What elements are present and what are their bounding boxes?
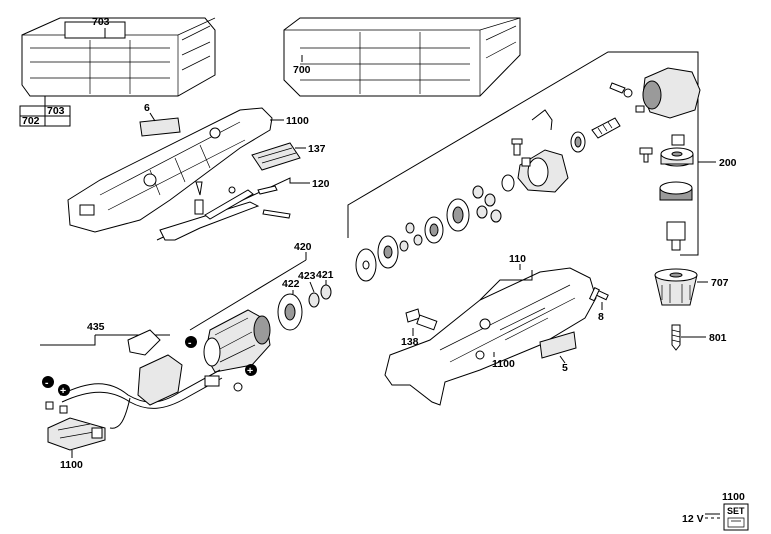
angle-head-housing: [609, 67, 701, 119]
label-1100-upper: 1100: [286, 115, 309, 127]
motor-minus-text: -: [188, 337, 192, 349]
label-420: 420: [294, 241, 312, 253]
motor: [203, 309, 271, 373]
screw-c: [635, 105, 645, 113]
label-200: 200: [719, 157, 737, 169]
housing-half-upper: [67, 107, 273, 233]
leader-423: [309, 281, 315, 293]
carrying-case-right: [283, 17, 521, 97]
label-tag-6: [139, 117, 181, 137]
small-pinion-a: [501, 174, 515, 192]
label-110: 110: [509, 253, 526, 265]
label-421: 421: [316, 269, 334, 281]
planet-gears-stage-1: [399, 222, 423, 252]
planet-gears-stage-2: [472, 185, 502, 223]
label-707: 707: [711, 277, 729, 289]
screw-a: [511, 138, 523, 156]
leader-6: [149, 112, 156, 122]
spindle-bearing-stack: [659, 134, 694, 251]
dc-symbol: [705, 513, 720, 519]
label-120: 120: [312, 178, 330, 190]
drive-shaft: [591, 117, 621, 139]
spring-clip: [531, 109, 553, 131]
label-703-top: 703: [92, 16, 110, 28]
label-8: 8: [598, 311, 604, 323]
screw-b: [639, 147, 653, 163]
label-1100-bottom-left: 1100: [60, 459, 83, 471]
label-435: 435: [87, 321, 105, 333]
motor-plate: [277, 293, 303, 331]
contact-minus-text: -: [45, 377, 49, 389]
bracket-420: [189, 259, 307, 331]
label-700: 700: [293, 64, 311, 76]
label-5: 5: [562, 362, 568, 374]
motor-plus-symbol: +: [245, 364, 257, 377]
washer-disc: [355, 248, 377, 282]
motor-plus-text: +: [247, 365, 253, 377]
screw-8: [588, 287, 609, 302]
set-badge-text: SET: [727, 506, 745, 516]
label-702: 702: [22, 115, 40, 127]
leader-5: [559, 355, 566, 364]
contact-minus-symbol: -: [42, 376, 54, 389]
chuck-707: [654, 268, 698, 306]
light-138: [405, 308, 438, 331]
label-422: 422: [282, 278, 300, 290]
label-801: 801: [709, 332, 727, 344]
voltage-label: 12 V: [682, 513, 704, 525]
label-box-702-703: [19, 105, 71, 127]
bracket-110: [479, 270, 533, 301]
label-1100-set: 1100: [722, 491, 745, 503]
chuck-screw-801: [671, 324, 681, 351]
label-6: 6: [144, 102, 150, 114]
vent-grille-137: [251, 142, 301, 171]
pinion-423: [308, 292, 320, 308]
carrier-disc: [377, 235, 399, 269]
label-137: 137: [308, 143, 326, 155]
bracket-200: [347, 51, 699, 256]
label-423: 423: [298, 270, 316, 282]
bearing-small: [570, 131, 586, 153]
bracket-435: [40, 335, 96, 346]
contact-plus-text: +: [60, 385, 66, 397]
label-703-box: 703: [47, 105, 65, 117]
label-138: 138: [401, 336, 419, 348]
label-1100-mid: 1100: [492, 358, 515, 370]
ring-gear-a: [446, 198, 470, 232]
ring-gear-b: [424, 216, 444, 244]
pinion-421: [320, 284, 332, 300]
carrying-case-left: [21, 17, 216, 97]
switch-group-120: [156, 177, 305, 241]
switch-block: [127, 329, 220, 406]
wiring-harness: [59, 369, 223, 429]
contact-terminals: [45, 401, 68, 414]
label-tag-5: [539, 331, 577, 359]
gear-case: [517, 149, 569, 193]
contact-plus-symbol: +: [58, 384, 70, 397]
set-badge: SET: [723, 503, 749, 531]
motor-screw: [233, 382, 243, 392]
motor-minus-symbol: -: [185, 336, 197, 349]
battery-contact-block: [47, 417, 106, 451]
